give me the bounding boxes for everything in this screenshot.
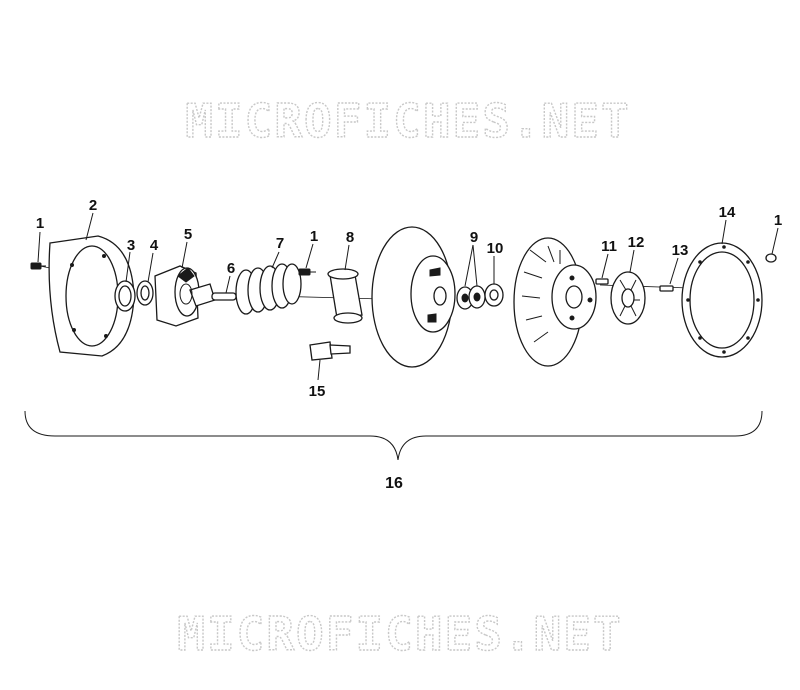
callout-16: 16	[385, 475, 403, 492]
callout-4: 4	[150, 237, 159, 254]
callout-8: 8	[346, 229, 354, 246]
callout-9: 9	[470, 229, 478, 246]
part-15-shaft-bolt	[309, 341, 351, 361]
callout-1-middle: 1	[310, 228, 318, 245]
part-5-cam	[154, 265, 216, 327]
callout-3: 3	[127, 237, 135, 254]
callout-1-left: 1	[36, 215, 44, 232]
callout-12: 12	[628, 234, 645, 251]
part-9-washers	[456, 285, 486, 310]
callout-10: 10	[487, 240, 504, 257]
part-12-spider	[610, 271, 646, 325]
movable-sheave	[513, 237, 597, 367]
part-2-cover-plate	[48, 235, 135, 357]
watermark-bottom: MICROFICHES.NET	[177, 607, 622, 661]
assembly-brace	[24, 410, 763, 461]
part-13-screw	[659, 285, 674, 292]
part-11-screw	[595, 278, 609, 285]
part-1-screw-right	[765, 253, 777, 263]
stationary-sheave	[371, 226, 456, 368]
part-3-snap-ring	[114, 280, 136, 312]
callout-1-right: 1	[774, 212, 782, 229]
leader-lines	[37, 212, 779, 381]
callouts: 1 2 3 4 5 6 7 1 8 9 10 11 12 13 14 1 15 …	[36, 197, 782, 492]
callout-2: 2	[89, 197, 97, 214]
callout-11: 11	[601, 238, 617, 255]
callout-5: 5	[184, 226, 192, 243]
watermark-top: MICROFICHES.NET	[185, 94, 630, 148]
part-1-screw-middle	[298, 268, 316, 276]
part-6-pin	[211, 292, 237, 301]
callout-7: 7	[276, 235, 284, 252]
part-8-sleeve	[327, 268, 363, 324]
callout-15: 15	[309, 383, 326, 400]
callout-13: 13	[672, 242, 689, 259]
part-7-spring	[235, 263, 302, 315]
callout-6: 6	[227, 260, 235, 277]
part-4-bushing	[136, 280, 154, 306]
callout-14: 14	[719, 204, 736, 221]
part-14-gasket-ring	[681, 242, 763, 358]
part-10-washer	[484, 283, 504, 307]
part-1-screw-left	[30, 262, 46, 270]
